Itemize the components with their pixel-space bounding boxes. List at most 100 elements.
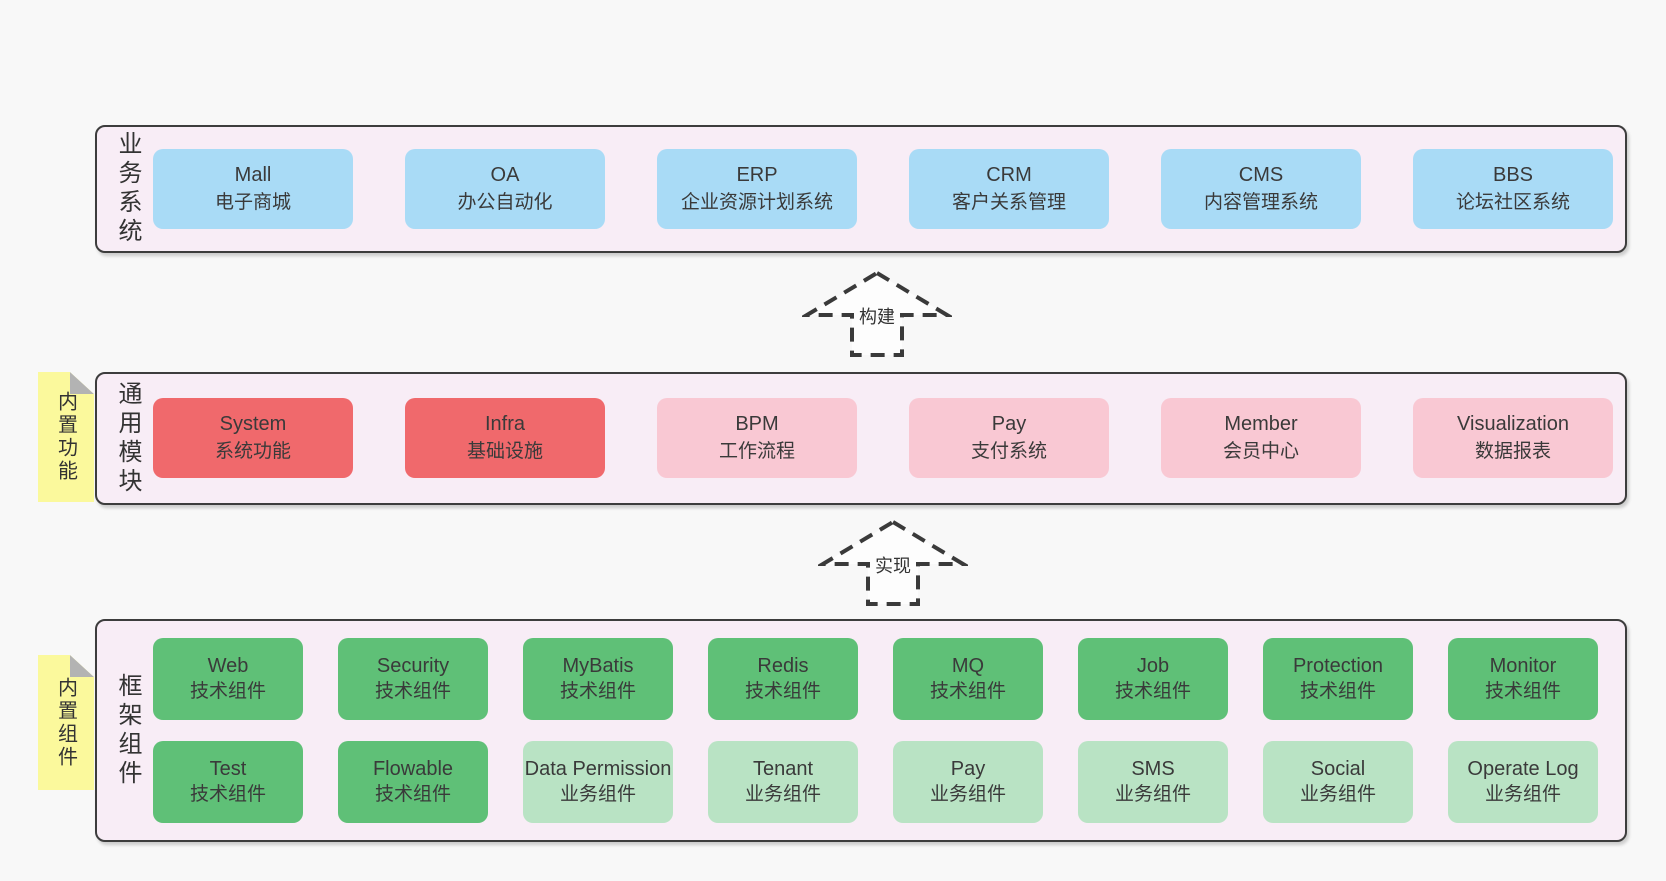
band-business-systems-label: 业务系统 [114,131,141,247]
module-box: Infra 基础设施 [405,398,605,478]
component-box: Social 业务组件 [1263,741,1413,823]
module-box: ERP 企业资源计划系统 [657,149,857,229]
implement-arrow-label: 实现 [871,551,915,579]
component-title: Security [376,655,450,677]
component-box: MyBatis 技术组件 [523,638,673,720]
component-title: Redis [757,655,809,677]
component-title: Flowable [372,758,454,780]
module-box: BPM 工作流程 [657,398,857,478]
component-box: Tenant 业务组件 [708,741,858,823]
band-framework-components: 框架组件 Web 技术组件 Security 技术组件 MyBatis 技术组件… [95,619,1627,842]
module-subtitle: 数据报表 [1474,441,1551,462]
component-box: Data Permission 业务组件 [523,741,673,823]
module-title: BPM [735,413,779,435]
module-subtitle: 企业资源计划系统 [680,192,833,213]
framework-components-row-2: Test 技术组件 Flowable 技术组件 Data Permission … [153,741,1625,823]
component-title: Operate Log [1467,758,1579,780]
component-title: MyBatis [562,655,634,677]
band-common-modules: 通用模块 System 系统功能 Infra 基础设施 BPM 工作流程 Pay… [95,372,1627,505]
component-subtitle: 技术组件 [1114,681,1191,702]
component-title: Protection [1292,655,1384,677]
component-title: Web [207,655,249,677]
sticky-note-label: 内置组件 [54,676,77,769]
module-subtitle: 系统功能 [214,441,291,462]
component-subtitle: 业务组件 [929,784,1006,805]
component-title: SMS [1131,758,1175,780]
module-subtitle: 电子商城 [214,192,291,213]
module-box: CMS 内容管理系统 [1161,149,1361,229]
band-framework-components-label: 框架组件 [114,672,141,789]
business-systems-row: Mall 电子商城 OA 办公自动化 ERP 企业资源计划系统 CRM 客户关系… [153,149,1625,229]
component-title: Tenant [752,758,814,780]
module-subtitle: 内容管理系统 [1203,192,1318,213]
sticky-note-built-in-features: 内置功能 [38,372,94,502]
component-box: Flowable 技术组件 [338,741,488,823]
build-arrow-label: 构建 [855,302,899,330]
module-subtitle: 论坛社区系统 [1455,192,1570,213]
module-title: Mall [234,164,272,186]
sticky-note-built-in-components: 内置组件 [38,655,94,790]
module-box: Mall 电子商城 [153,149,353,229]
component-box: Protection 技术组件 [1263,638,1413,720]
component-subtitle: 技术组件 [189,681,266,702]
component-box: Operate Log 业务组件 [1448,741,1598,823]
common-modules-row: System 系统功能 Infra 基础设施 BPM 工作流程 Pay 支付系统… [153,398,1625,478]
component-box: Pay 业务组件 [893,741,1043,823]
component-subtitle: 技术组件 [559,681,636,702]
component-title: MQ [951,655,985,677]
module-title: OA [490,164,520,186]
module-subtitle: 基础设施 [466,441,543,462]
module-title: Infra [484,413,526,435]
component-title: Test [209,758,247,780]
module-title: CRM [986,164,1032,186]
module-title: Pay [991,413,1027,435]
module-subtitle: 客户关系管理 [951,192,1066,213]
module-title: CMS [1238,164,1284,186]
module-box: System 系统功能 [153,398,353,478]
band-common-modules-label: 通用模块 [114,380,141,497]
component-title: Social [1310,758,1366,780]
component-box: Job 技术组件 [1078,638,1228,720]
component-subtitle: 业务组件 [559,784,636,805]
band-business-systems: 业务系统 Mall 电子商城 OA 办公自动化 ERP 企业资源计划系统 CRM… [95,125,1627,253]
module-box: Pay 支付系统 [909,398,1109,478]
component-box: Web 技术组件 [153,638,303,720]
component-subtitle: 技术组件 [374,784,451,805]
module-box: BBS 论坛社区系统 [1413,149,1613,229]
module-subtitle: 支付系统 [970,441,1047,462]
module-title: System [219,413,287,435]
module-subtitle: 办公自动化 [457,192,553,213]
module-subtitle: 会员中心 [1222,441,1299,462]
component-subtitle: 技术组件 [374,681,451,702]
component-box: Test 技术组件 [153,741,303,823]
component-subtitle: 业务组件 [1114,784,1191,805]
sticky-note-label: 内置功能 [54,391,77,483]
module-title: ERP [736,164,778,186]
component-subtitle: 技术组件 [1484,681,1561,702]
module-subtitle: 工作流程 [718,441,795,462]
component-box: MQ 技术组件 [893,638,1043,720]
component-subtitle: 技术组件 [929,681,1006,702]
component-title: Pay [950,758,986,780]
module-box: OA 办公自动化 [405,149,605,229]
component-subtitle: 技术组件 [744,681,821,702]
implement-arrow: 实现 [818,519,968,607]
build-arrow: 构建 [802,270,952,358]
component-box: Monitor 技术组件 [1448,638,1598,720]
module-title: Member [1224,413,1298,435]
component-subtitle: 业务组件 [1484,784,1561,805]
component-title: Data Permission [524,758,672,780]
component-title: Monitor [1489,655,1557,677]
component-title: Job [1136,655,1170,677]
framework-components-row-1: Web 技术组件 Security 技术组件 MyBatis 技术组件 Redi… [153,638,1625,720]
module-title: BBS [1492,164,1534,186]
component-subtitle: 业务组件 [1299,784,1376,805]
component-subtitle: 技术组件 [1299,681,1376,702]
component-box: Redis 技术组件 [708,638,858,720]
module-title: Visualization [1457,413,1569,435]
component-subtitle: 业务组件 [744,784,821,805]
component-subtitle: 技术组件 [189,784,266,805]
module-box: Visualization 数据报表 [1413,398,1613,478]
component-box: Security 技术组件 [338,638,488,720]
